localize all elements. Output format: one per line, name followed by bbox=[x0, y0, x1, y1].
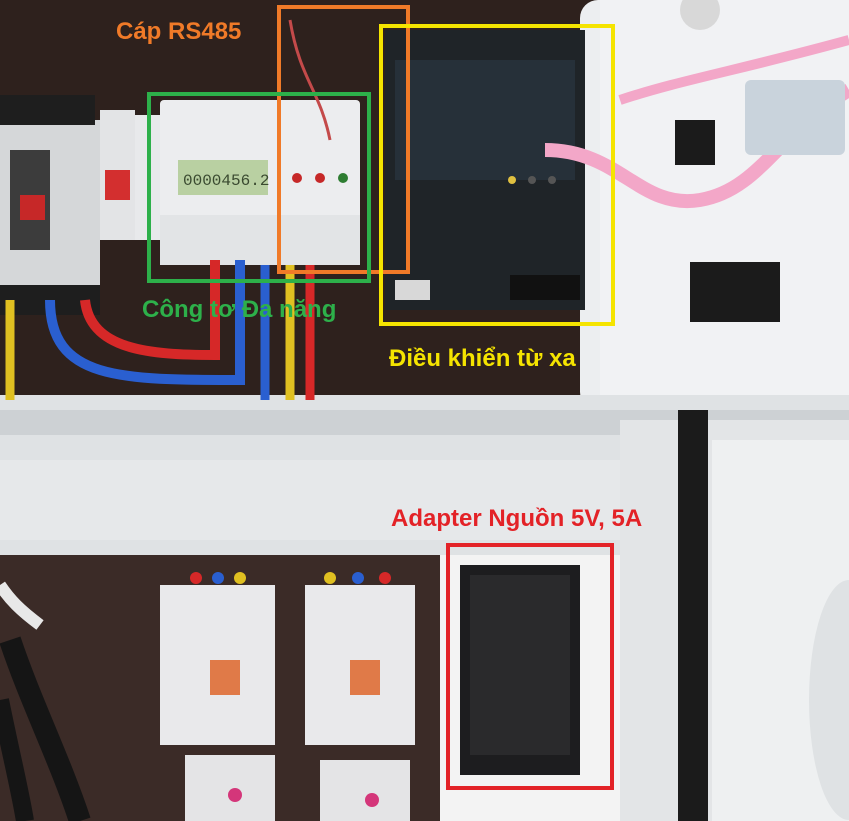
meter-label: Công tơ Đa năng bbox=[142, 296, 337, 323]
adapter-highlight-box bbox=[446, 543, 614, 790]
meter-lcd-value: 0000456.2 bbox=[183, 172, 269, 190]
remote-control-highlight-box bbox=[379, 24, 615, 326]
meter-highlight-box bbox=[147, 92, 371, 283]
power-adapter-label: Adapter Nguồn 5V, 5A bbox=[391, 505, 643, 532]
rs485-cable-highlight-box bbox=[277, 5, 410, 274]
rs485-cable-label: Cáp RS485 bbox=[116, 18, 242, 45]
remote-control-label: Điều khiển từ xa bbox=[389, 345, 576, 372]
